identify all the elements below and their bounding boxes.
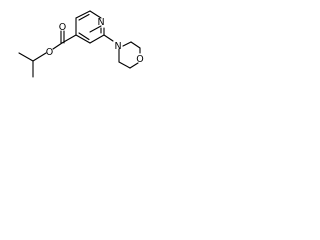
bond-ring-c2-n1 (89, 25, 102, 33)
ester-group (32, 30, 77, 62)
atom-labels: N N O O O (46, 17, 144, 65)
bond-morph-c2-o (129, 62, 139, 69)
pyridine-ring (75, 10, 105, 44)
atom-label-ester-oxygen-single: O (46, 47, 53, 58)
bond-ring-c4-c3 (75, 34, 91, 44)
bond-morph-c4-n (122, 41, 132, 47)
bond-ring-inner-c4-c3 (78, 32, 90, 41)
isopropyl-group (18, 52, 34, 78)
atom-label-ether-oxygen: O (136, 54, 143, 65)
bond-morph-c3-c4 (130, 41, 141, 49)
bond-oxygen-isopropyl (32, 52, 47, 62)
atom-label-ring-nitrogen: N (97, 17, 104, 28)
bond-ring-c3-c2 (89, 34, 105, 44)
bond-morph-c1-c2 (118, 61, 131, 69)
bond-c2-amine (103, 34, 114, 42)
bond-carbonyl-oxygen (52, 42, 63, 50)
atom-label-amine-nitrogen: N (114, 41, 121, 52)
bond-ring-inner-c6-c5 (78, 13, 90, 21)
bond-ring-c6-c5 (75, 10, 91, 19)
bond-isopropyl-methyl-1 (18, 52, 34, 62)
bond-ring-n1-c6 (89, 10, 102, 19)
chemical-structure-diagram: N N O O O (18, 10, 144, 78)
morpholine-ring (103, 34, 141, 69)
atom-label-ester-oxygen-double: O (59, 22, 66, 33)
